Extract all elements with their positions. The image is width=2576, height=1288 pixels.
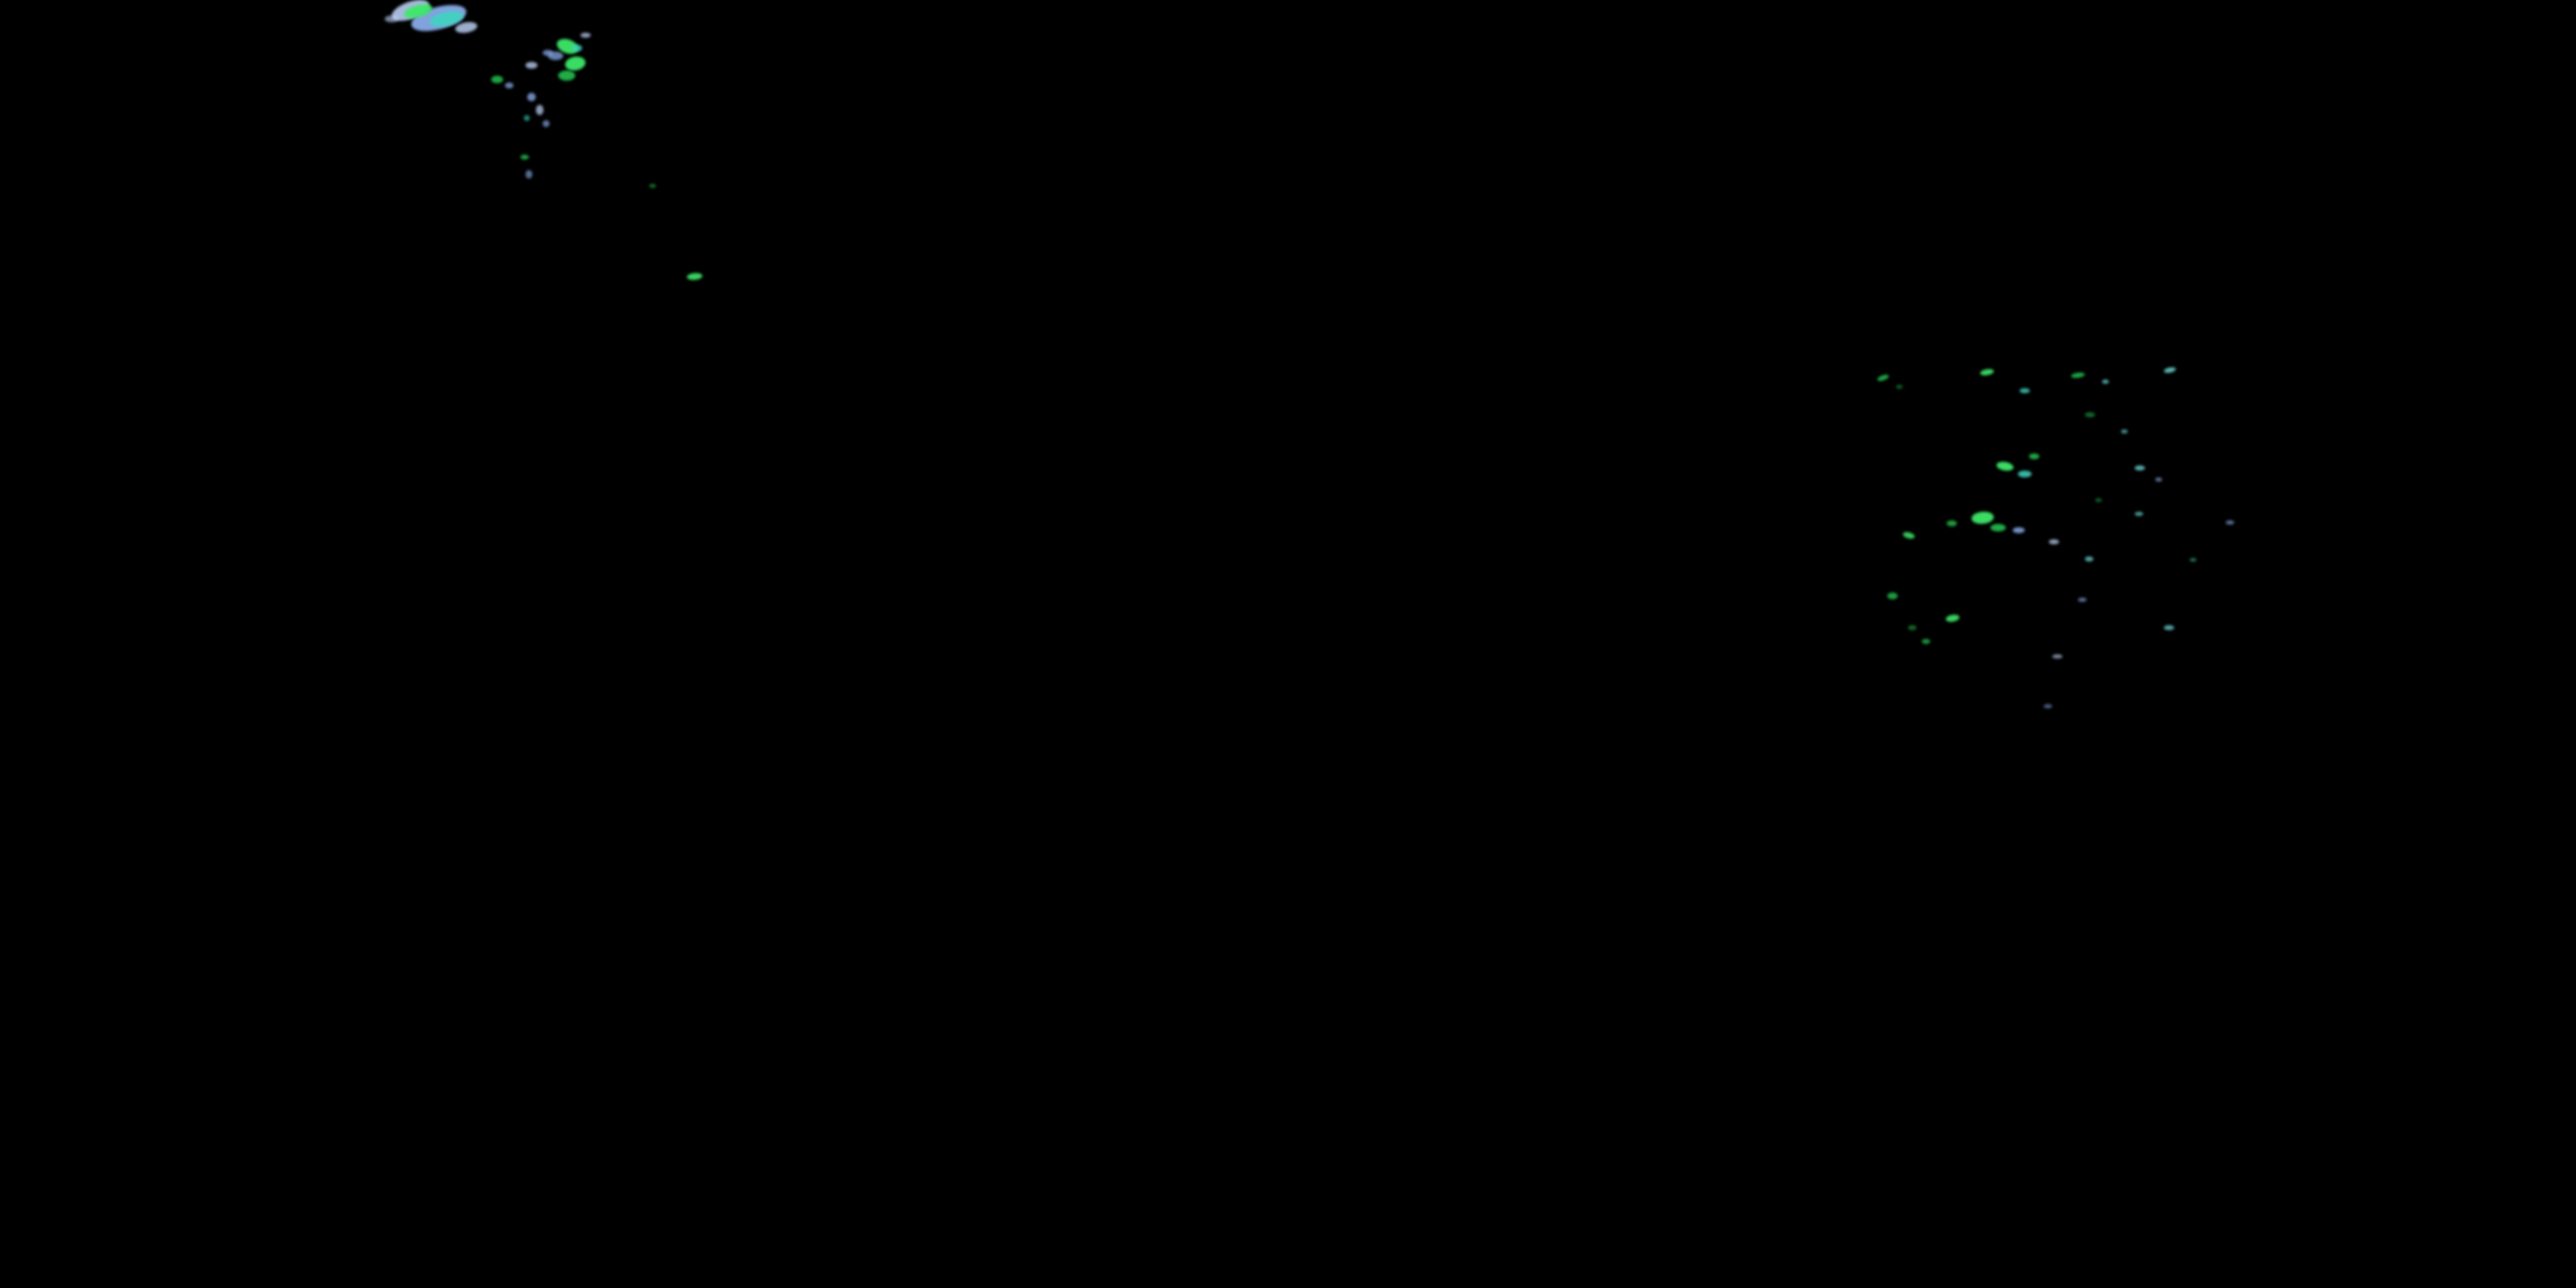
radar-echo — [520, 155, 529, 160]
radar-echo — [526, 170, 532, 179]
radar-echo — [2164, 625, 2174, 630]
radar-echo — [1979, 368, 1995, 377]
radar-echo — [491, 76, 503, 83]
radar-echo — [2190, 558, 2196, 562]
radar-echo — [1922, 639, 1930, 644]
radar-echo — [572, 45, 582, 52]
radar-echo — [1945, 613, 1960, 623]
radar-echo — [686, 272, 703, 281]
radar-echo — [563, 55, 587, 72]
radar-echo — [2102, 380, 2109, 384]
radar-echo — [2078, 598, 2087, 602]
radar-echo — [2013, 527, 2025, 533]
radar-echo — [1902, 531, 1916, 540]
radar-echo — [536, 105, 544, 115]
radar-echo — [2049, 539, 2059, 544]
radar-echo — [2020, 388, 2030, 393]
radar-echo — [2085, 412, 2095, 417]
radar-echo — [543, 120, 550, 127]
radar-echo — [1896, 385, 1903, 389]
radar-echo — [2029, 453, 2039, 459]
radar-echo — [1996, 460, 2014, 472]
radar-echo — [2135, 465, 2145, 471]
radar-echo — [2044, 704, 2052, 708]
radar-echo — [524, 115, 530, 121]
radar-echo — [2226, 520, 2234, 525]
radar-echo — [1947, 520, 1957, 526]
radar-echo — [1887, 592, 1898, 599]
radar-echo — [1990, 524, 2006, 532]
radar-echo — [2095, 498, 2102, 502]
radar-echo — [548, 52, 563, 60]
radar-echo — [543, 50, 553, 56]
radar-echo — [2155, 477, 2162, 482]
radar-echo — [2070, 371, 2086, 380]
radar-echo — [558, 70, 575, 81]
radar-echo — [505, 82, 513, 88]
radar-echo — [454, 20, 478, 35]
radar-echo — [1908, 625, 1917, 630]
radar-echo — [2135, 512, 2143, 516]
radar-echo — [580, 33, 591, 38]
radar-echo — [2163, 366, 2177, 374]
radar-echo — [1876, 373, 1890, 383]
radar-echo — [2018, 471, 2032, 477]
radar-echo — [1971, 510, 1995, 526]
radar-echo — [2052, 654, 2063, 659]
radar-echo — [526, 62, 538, 69]
radar-echo — [649, 184, 656, 188]
radar-echo — [385, 15, 398, 22]
radar-echo — [2121, 429, 2128, 434]
radar-echo — [2085, 556, 2093, 562]
radar-echo — [527, 93, 536, 101]
